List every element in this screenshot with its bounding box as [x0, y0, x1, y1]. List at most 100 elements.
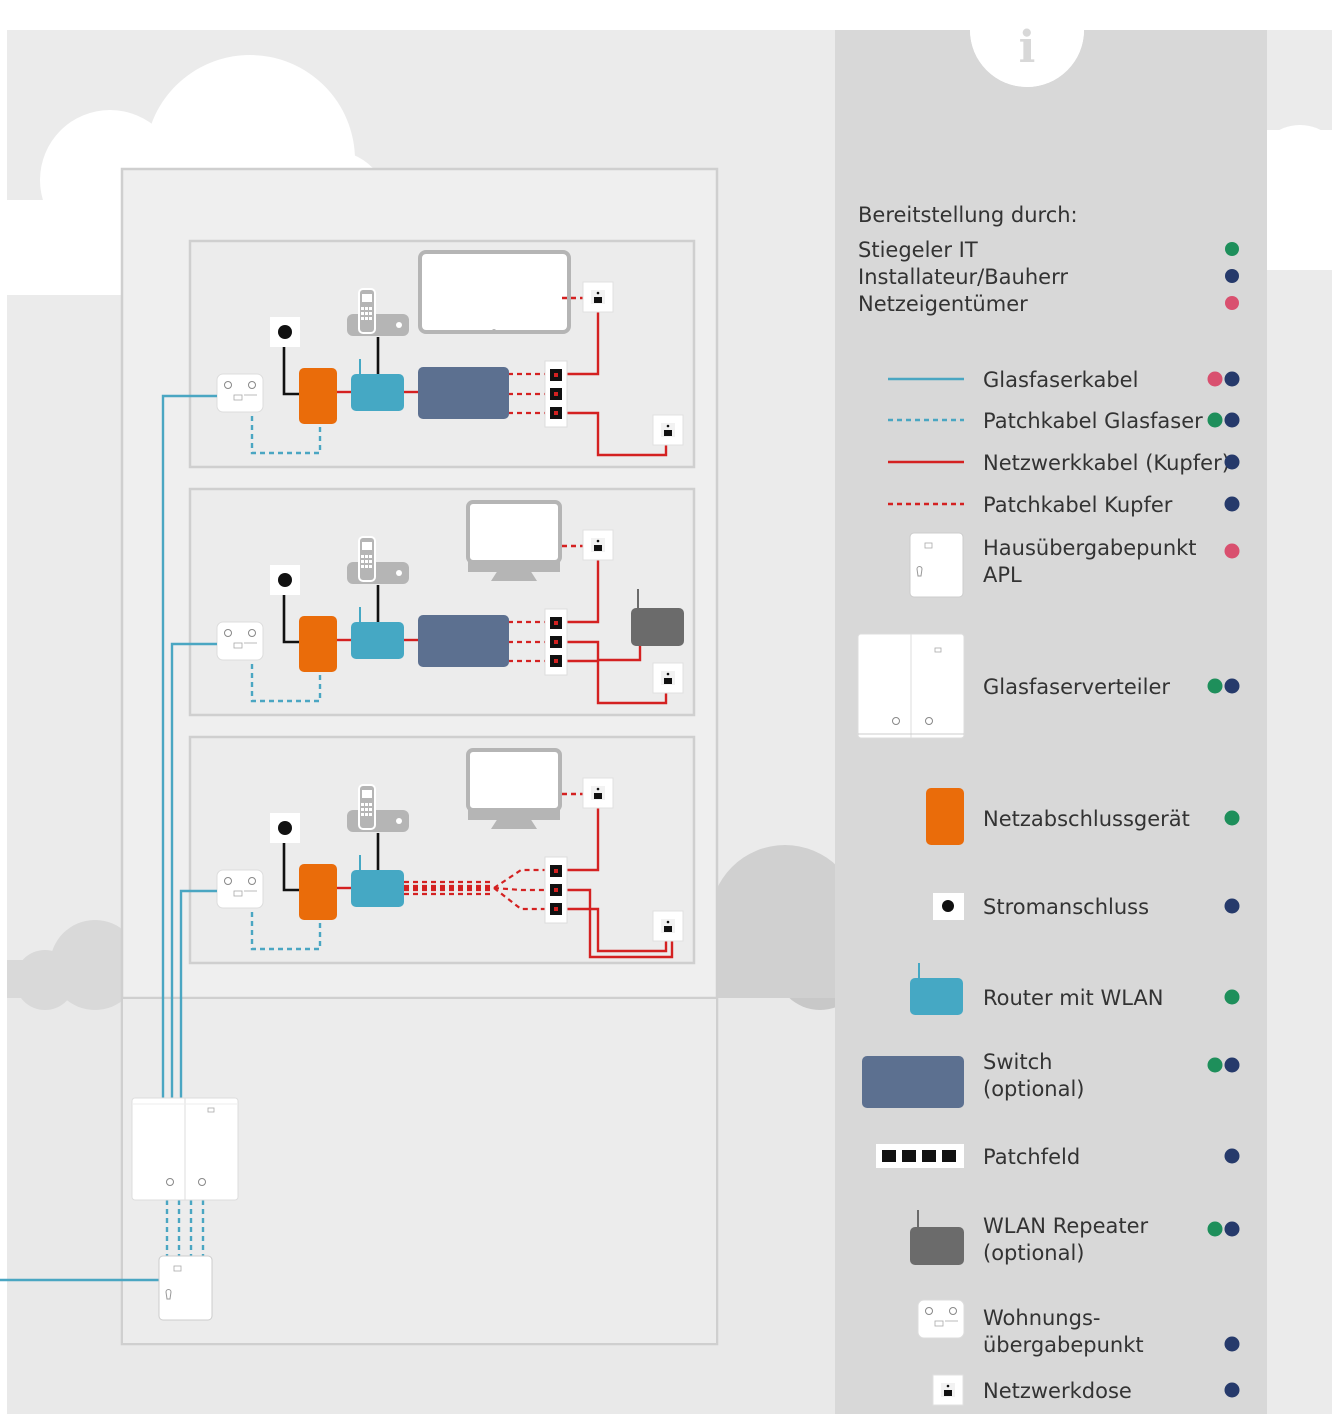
provision-party-dot [1225, 269, 1239, 283]
legend-label: Patchkabel Glasfaser [983, 409, 1203, 433]
legend-item: Switch(optional) [862, 1050, 1240, 1108]
middle-floor [188, 487, 696, 717]
legend-item: Stromanschluss [933, 893, 1240, 920]
riser-fiber-cables [161, 394, 217, 1098]
network-outlet [652, 414, 684, 446]
power-cables [282, 827, 380, 892]
provider-dot [1224, 496, 1240, 512]
legend-label: Glasfaserkabel [983, 368, 1138, 392]
floors-layer [188, 239, 696, 965]
copper-patch-cables [404, 868, 547, 911]
network-outlet [582, 281, 614, 313]
power-socket [270, 317, 300, 347]
provider-dot [1207, 678, 1223, 694]
network-outlet [932, 1374, 964, 1406]
wifi-repeater [631, 589, 684, 646]
info-icon[interactable]: i [835, 0, 1267, 87]
apl-box-icon [909, 532, 964, 598]
legend-item: Patchkabel Kupfer [888, 493, 1240, 517]
legend-item: Glasfaserkabel [888, 368, 1240, 392]
fiber-patch-basement [165, 1200, 205, 1256]
apartment-transfer-point [216, 869, 264, 909]
patch-panel-icon [876, 1144, 964, 1168]
legend-label: Glasfaserverteiler [983, 675, 1170, 699]
network-termination-device [299, 864, 337, 920]
apartment-transfer-point [917, 1299, 965, 1339]
phone-device [347, 784, 409, 832]
legend-label: Stromanschluss [983, 895, 1149, 919]
legend-item: Patchkabel Glasfaser [888, 409, 1240, 433]
legend-item: Netzwerkkabel (Kupfer) [888, 451, 1240, 475]
basement-equipment [0, 1097, 239, 1321]
network-outlet [652, 662, 684, 694]
legend-label: Patchkabel Kupfer [983, 493, 1173, 517]
legend-label: Netzwerkdose [983, 1379, 1132, 1403]
cloud-bottom-left [7, 920, 140, 1010]
wifi-router [351, 607, 404, 659]
provider-dot [1207, 412, 1223, 428]
copper-patch-cables [508, 372, 547, 415]
provision-heading: Bereitstellung durch: [858, 203, 1078, 227]
wifi-router [351, 855, 404, 907]
provision-party-dot [1225, 242, 1239, 256]
legend: Bereitstellung durch:Stiegeler ITInstall… [857, 203, 1240, 1406]
fiber-patch-cable [250, 664, 322, 703]
legend-item: Netzwerkdose [932, 1374, 1240, 1406]
legend-item: Glasfaserverteiler [857, 633, 1240, 739]
copper-cables [562, 544, 668, 705]
legend-item: Patchfeld [876, 1144, 1240, 1169]
apartment-box-icon [917, 1299, 965, 1339]
legend-item: Router mit WLAN [910, 963, 1240, 1015]
provider-dot [1224, 898, 1240, 914]
repeater-icon [910, 1210, 964, 1265]
network-termination-device [299, 368, 337, 424]
copper-cables [562, 296, 668, 457]
provider-dot [1224, 810, 1240, 826]
fiber-patch-cable [250, 416, 322, 455]
provision-party-label: Netzeigentümer [858, 292, 1028, 316]
patch-field [544, 608, 568, 676]
power-cables [282, 331, 380, 396]
network-termination-device [299, 616, 337, 672]
computer-monitor [466, 748, 562, 829]
network-outlet [582, 529, 614, 561]
provider-dot [1224, 543, 1240, 559]
legend-label: WLAN Repeater(optional) [983, 1214, 1149, 1265]
legend-label: Netzwerkkabel (Kupfer) [983, 451, 1230, 475]
copper-patch-cables [508, 620, 547, 663]
switch-icon [862, 1056, 964, 1108]
fiber-riser-upper [161, 394, 217, 1098]
power-cables [282, 579, 380, 644]
patch-field [544, 360, 568, 428]
fiber-distributor-icon [857, 633, 965, 739]
legend-label: Router mit WLAN [983, 986, 1164, 1010]
computer-monitor [466, 500, 562, 581]
phone-device [347, 536, 409, 584]
patch-field [544, 856, 568, 924]
svg-text:i: i [1019, 22, 1036, 73]
house-transfer-point-apl [158, 1255, 213, 1321]
provider-dot [1207, 1057, 1223, 1073]
provider-dot [1224, 1382, 1240, 1398]
provision-party-label: Installateur/Bauherr [858, 265, 1068, 289]
power-socket-icon [933, 893, 964, 920]
network-outlet [652, 910, 684, 942]
legend-label: Patchfeld [983, 1145, 1080, 1169]
provider-dot [1207, 371, 1223, 387]
legend-label: Switch(optional) [983, 1050, 1085, 1101]
lower-floor [188, 735, 696, 965]
ont-device-icon [926, 788, 964, 845]
legend-item: Wohnungs-übergabepunkt [917, 1299, 1240, 1357]
cloud-right [1250, 125, 1336, 270]
legend-label: Netzabschlussgerät [983, 807, 1190, 831]
apartment-transfer-point [216, 373, 264, 413]
network-switch [418, 615, 509, 667]
wifi-router [351, 359, 404, 411]
provider-dot [1224, 1336, 1240, 1352]
provider-dot [1224, 678, 1240, 694]
provider-dot [1224, 1057, 1240, 1073]
phone-device [347, 288, 409, 336]
